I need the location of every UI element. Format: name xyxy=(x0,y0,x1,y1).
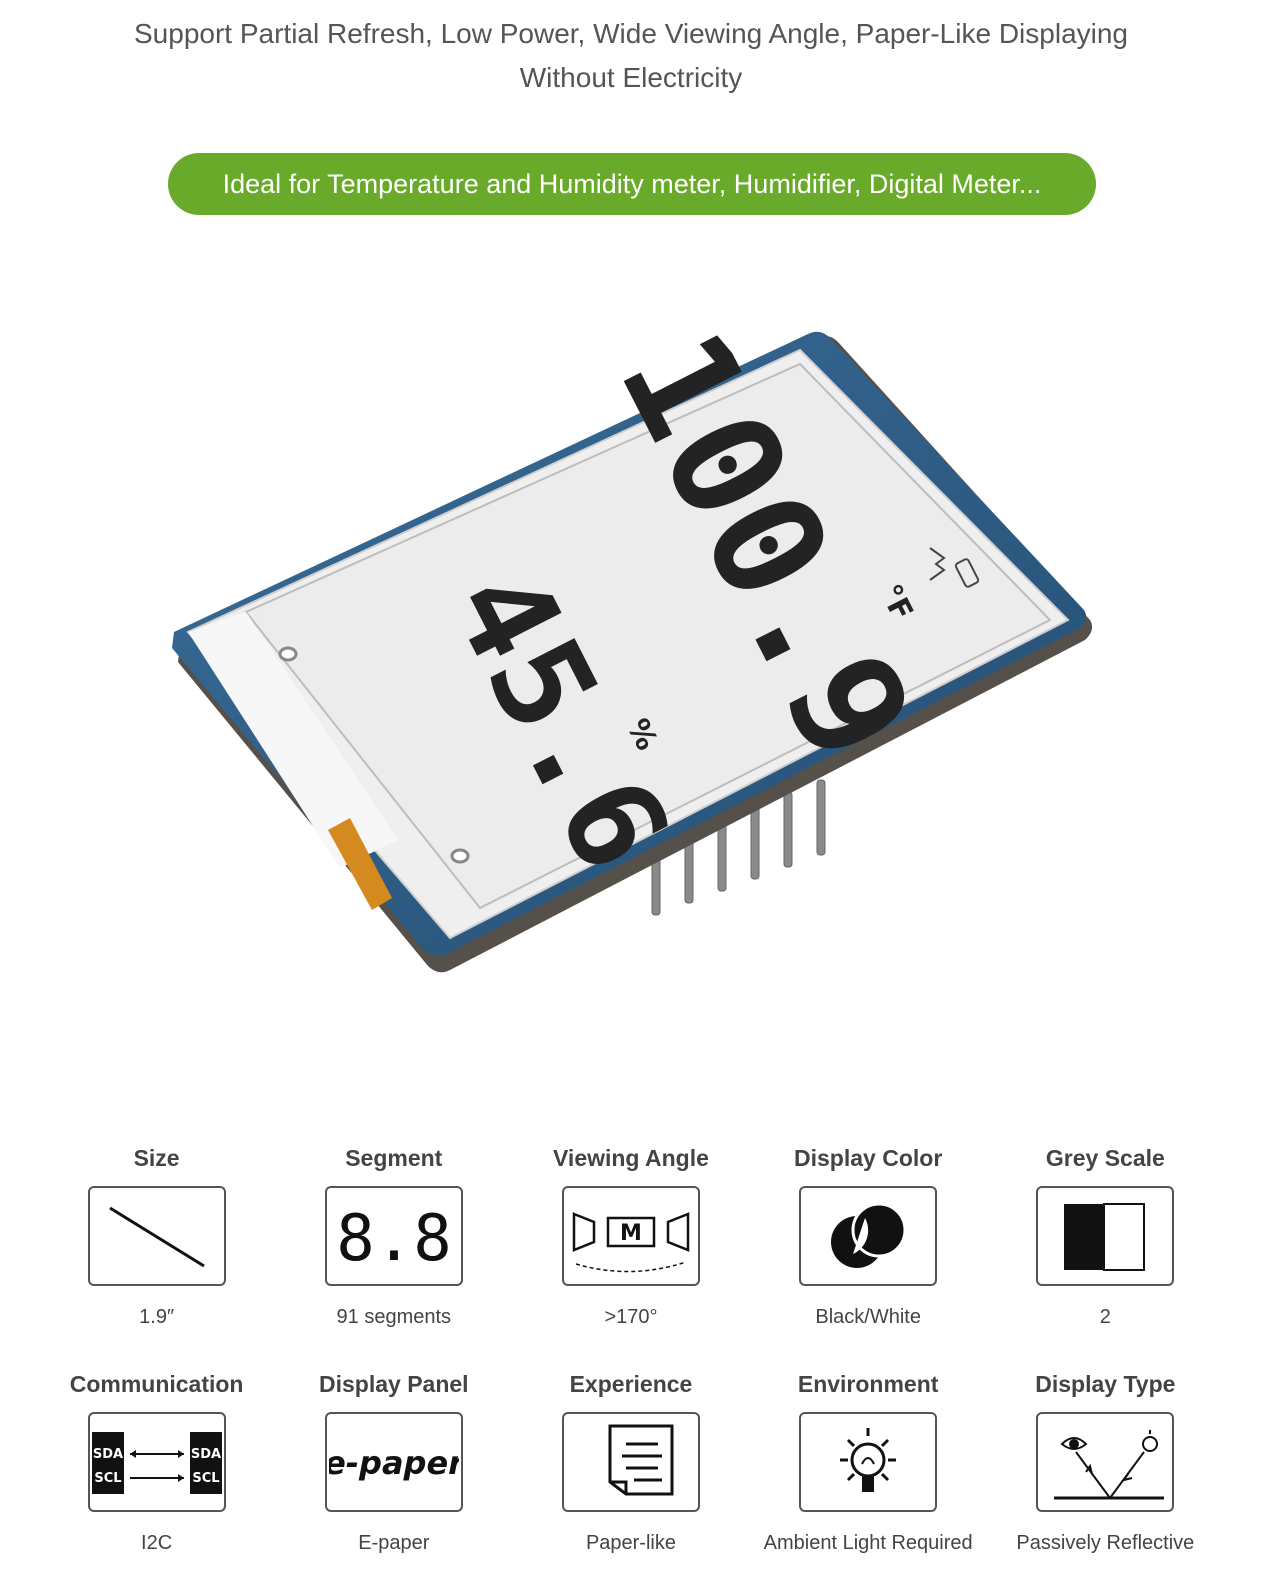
feature-row-2: Communication SDA SCL SDA SCL I2C Displa xyxy=(38,1366,1224,1592)
subtitle-line-2: Without Electricity xyxy=(519,62,743,93)
application-banner: Ideal for Temperature and Humidity meter… xyxy=(168,153,1096,215)
feature-title: Display Type xyxy=(1035,1371,1176,1397)
feature-title: Display Panel xyxy=(318,1371,469,1397)
battery-icon xyxy=(954,558,980,588)
feature-value: Black/White xyxy=(815,1306,921,1328)
svg-text:e-paper: e-paper xyxy=(329,1444,459,1482)
svg-text:M: M xyxy=(620,1221,642,1246)
feature-value: Paper-like xyxy=(585,1532,676,1554)
paper-sheet-icon xyxy=(561,1412,700,1512)
feature-grey-scale: Grey Scale 2 xyxy=(987,1140,1224,1366)
epaper-text-icon: e-paper xyxy=(324,1412,463,1512)
feature-value: Passively Reflective xyxy=(1016,1532,1195,1554)
feature-experience: Experience Paper-like xyxy=(512,1366,749,1592)
feature-title: Communication xyxy=(69,1371,244,1397)
svg-text:SCL: SCL xyxy=(192,1471,219,1486)
bluetooth-icon xyxy=(929,547,946,581)
feature-segment: Segment 8.8 91 segments xyxy=(275,1140,512,1366)
diagonal-line-icon xyxy=(87,1186,226,1286)
feature-display-type: Display Type Passively Reflective xyxy=(987,1366,1224,1592)
svg-text:SDA: SDA xyxy=(190,1447,220,1462)
reflection-eye-icon xyxy=(1036,1412,1175,1512)
feature-title: Size xyxy=(133,1145,180,1171)
feature-value: 1.9″ xyxy=(139,1306,175,1328)
epaper-module-image: 100.9 45.6 °F % xyxy=(172,320,1093,973)
feature-value: 2 xyxy=(1099,1306,1111,1328)
feature-title: Viewing Angle xyxy=(553,1145,709,1171)
grey-scale-icon xyxy=(1036,1186,1175,1286)
feature-size: Size 1.9″ xyxy=(38,1140,275,1366)
flex-cable xyxy=(328,818,392,910)
feature-value: I2C xyxy=(141,1532,173,1554)
svg-text:SDA: SDA xyxy=(92,1447,122,1462)
viewing-angle-icon: M xyxy=(561,1186,700,1286)
feature-title: Experience xyxy=(569,1371,693,1397)
feature-environment: Environment Ambient Light Required xyxy=(750,1366,987,1592)
feature-viewing-angle: Viewing Angle M >170° xyxy=(512,1140,749,1366)
feature-row-1: Size 1.9″ Segment 8.8 91 segments Viewin… xyxy=(38,1140,1224,1366)
feature-value: 91 segments xyxy=(336,1306,452,1328)
svg-text:8.8: 8.8 xyxy=(339,1202,449,1276)
light-bulb-icon xyxy=(799,1412,938,1512)
black-white-circles-icon xyxy=(799,1186,938,1286)
feature-value: >170° xyxy=(604,1306,658,1328)
feature-communication: Communication SDA SCL SDA SCL I2C xyxy=(38,1366,275,1592)
feature-title: Display Color xyxy=(794,1145,943,1171)
feature-title: Grey Scale xyxy=(1045,1145,1165,1171)
feature-grid: Size 1.9″ Segment 8.8 91 segments Viewin… xyxy=(38,1140,1224,1592)
svg-text:SCL: SCL xyxy=(94,1471,121,1486)
feature-value: E-paper xyxy=(358,1532,430,1554)
header-pins xyxy=(651,779,826,916)
feature-title: Environment xyxy=(797,1371,939,1397)
page-subtitle: Support Partial Refresh, Low Power, Wide… xyxy=(0,12,1262,100)
segment-digits-icon: 8.8 xyxy=(324,1186,463,1286)
subtitle-line-1: Support Partial Refresh, Low Power, Wide… xyxy=(134,18,1128,49)
feature-display-panel: Display Panel e-paper E-paper xyxy=(275,1366,512,1592)
i2c-bus-icon: SDA SCL SDA SCL xyxy=(87,1412,226,1512)
feature-title: Segment xyxy=(345,1145,443,1171)
feature-display-color: Display Color Black/White xyxy=(750,1140,987,1366)
feature-value: Ambient Light Required xyxy=(763,1532,973,1554)
